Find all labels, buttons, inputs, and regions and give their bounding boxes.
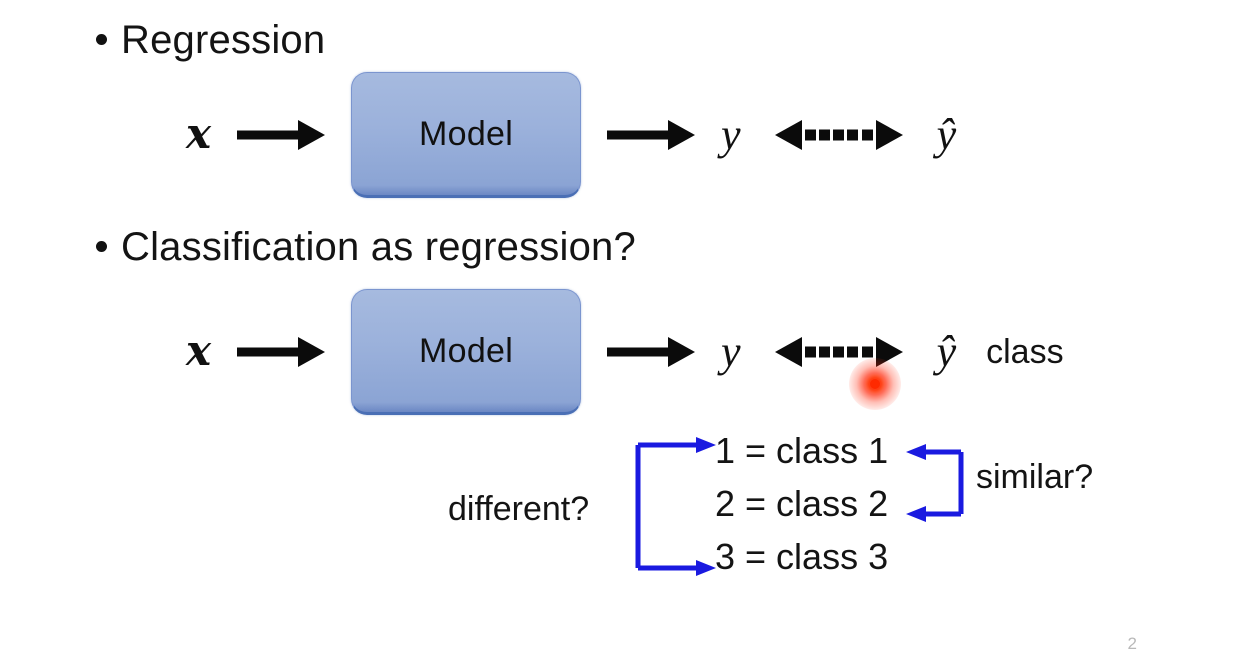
- pipeline-classification: 𝒙 Model y ŷ class: [186, 289, 1064, 415]
- annotation-similar: similar?: [976, 458, 1094, 496]
- bullet-item-classification: Classification as regression?: [96, 225, 636, 270]
- bullet-label-classification: Classification as regression?: [121, 225, 636, 269]
- class-side-label: class: [986, 332, 1064, 371]
- bracket-arrows-icon: [635, 437, 964, 576]
- annotation-different: different?: [448, 490, 590, 528]
- model-box-label: Model: [418, 114, 514, 153]
- bullet-dot-icon: [96, 34, 107, 45]
- arrow-input-to-model-icon: [237, 337, 326, 367]
- prediction-symbol-yhat: ŷ: [936, 327, 957, 376]
- output-symbol-y: y: [721, 110, 741, 159]
- class-list-item: 1 = class 1: [715, 430, 889, 471]
- page-number: 2: [1127, 634, 1137, 653]
- input-symbol-x: 𝒙: [186, 112, 212, 158]
- bullet-item-regression: Regression: [96, 18, 325, 63]
- class-list-item: 3 = class 3: [715, 536, 889, 577]
- pipeline-regression: 𝒙 Model y ŷ: [186, 72, 956, 198]
- model-box-regression: Model: [351, 72, 582, 198]
- arrow-model-to-output-icon: [607, 120, 696, 150]
- bullet-dot-icon: [96, 241, 107, 252]
- model-box-classification: Model: [351, 289, 582, 415]
- dotted-double-arrow-icon: [774, 118, 903, 152]
- class-list-item: 2 = class 2: [715, 483, 889, 524]
- bullet-label-regression: Regression: [121, 18, 326, 62]
- output-symbol-y: y: [721, 327, 741, 376]
- model-box-label: Model: [418, 331, 514, 370]
- class-mapping-group: 1 = class 1 2 = class 2 3 = class 3: [620, 430, 1150, 595]
- dotted-double-arrow-icon: [774, 335, 903, 369]
- prediction-symbol-yhat: ŷ: [936, 110, 957, 159]
- arrow-input-to-model-icon: [237, 120, 326, 150]
- arrow-model-to-output-icon: [607, 337, 696, 367]
- input-symbol-x: 𝒙: [186, 329, 212, 375]
